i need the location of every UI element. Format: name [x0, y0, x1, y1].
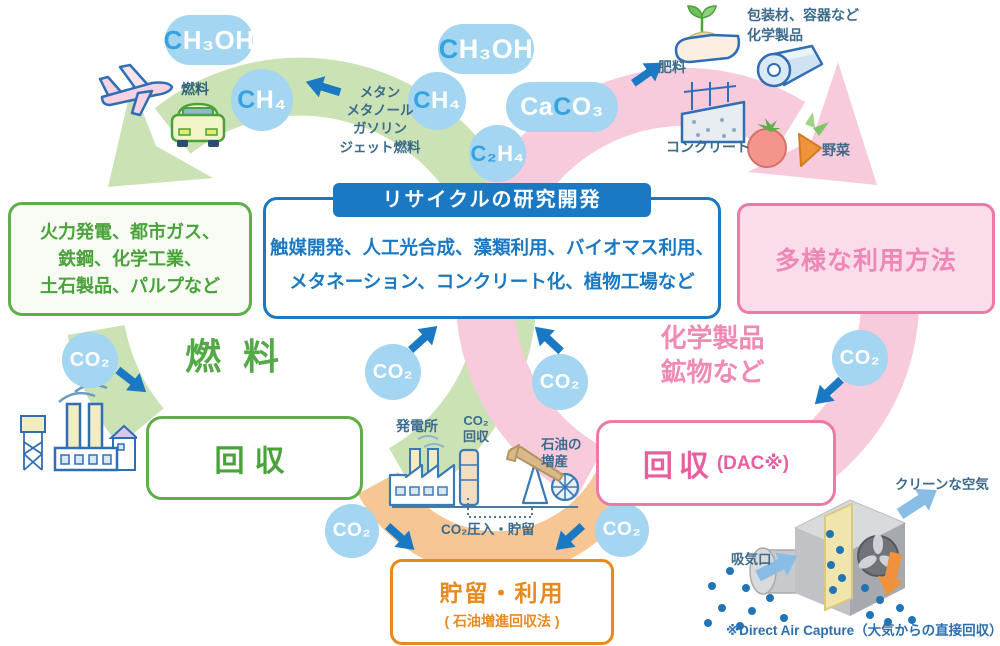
- diverse-usage-box: 多様な利用方法: [737, 203, 995, 314]
- flow-arrow-air-co2: [807, 372, 848, 413]
- co2-injection-dotted-line: [467, 498, 533, 518]
- flow-arrow-factory-co2: [111, 361, 153, 401]
- molecule-text: H₃OH: [182, 24, 255, 55]
- dac-device-icon: [704, 488, 937, 630]
- pink-cycle-arrowhead: [748, 62, 877, 185]
- molecule-text: CO₂: [69, 348, 111, 371]
- molecule-text: CO₂: [539, 370, 581, 393]
- flow-arrow-green-up: [403, 318, 444, 358]
- recovery-dac-box: 回収 (DAC※): [596, 420, 836, 506]
- molecule-text: O₃: [571, 92, 604, 121]
- orange-storage-band: [357, 471, 637, 578]
- factory-icon: [20, 383, 137, 472]
- fuel-big-label: 燃 料: [185, 336, 286, 377]
- molecule-text: C: [413, 87, 432, 114]
- intake-label: 吸気口: [731, 552, 772, 567]
- car-icon: [170, 102, 226, 147]
- molecule-text: H₃OH: [458, 33, 534, 64]
- oil-increase-label: 石油の 増産: [541, 437, 582, 469]
- molecule-text: C: [237, 85, 256, 114]
- co2-injection-label: CO₂圧入・貯留: [441, 522, 535, 537]
- flow-arrow-fuel: [303, 71, 344, 103]
- storage-usage-title: 貯留・利用: [439, 579, 565, 606]
- chemical-products-big-label: 化学製品 鉱物など: [660, 323, 765, 387]
- emission-sources-box: 火力発電、都市ガス、 鉄鋼、化学工業、 土石製品、パルプなど: [8, 202, 252, 316]
- co2-bubble-green-cycle: CO₂: [365, 344, 421, 400]
- clean-air-arrow: [896, 488, 937, 520]
- vegetables-icon: [747, 112, 829, 168]
- molecule-text: H₄: [497, 140, 525, 166]
- concrete-label: コンクリート: [666, 139, 750, 155]
- recovery-green-box: 回収: [146, 416, 363, 500]
- airplane-icon: [98, 63, 174, 117]
- fuel-label: 燃料: [181, 81, 209, 97]
- intake-arrow: [755, 552, 798, 582]
- molecule-text: H₄: [255, 85, 287, 114]
- molecule-text: Ca: [520, 92, 554, 121]
- packaging-label: 包装材、容器など 化学製品: [747, 7, 859, 43]
- recycle-rd-body: 触媒開発、人工光合成、藻類利用、バイオマス利用、 メタネーション、コンクリート化…: [269, 236, 714, 292]
- molecule-text: CO₂: [372, 360, 414, 383]
- co2-capture-label: CO₂ 回収: [462, 413, 489, 444]
- fuel-products-label: メタン メタノール ガソリン ジェット燃料: [339, 85, 421, 155]
- clean-air-label: クリーンな空気: [895, 477, 989, 492]
- oil-pumpjack-icon: [506, 444, 580, 505]
- flow-arrow-storage-right: [548, 518, 589, 558]
- storage-usage-sub: ( 石油増進回収法 ): [444, 612, 560, 629]
- storage-usage-box: 貯留・利用 ( 石油増進回収法 ): [390, 559, 614, 645]
- dac-footnote: ※Direct Air Capture（大気からの直接回収）: [726, 623, 1000, 638]
- flow-arrow-pink-up: [527, 319, 568, 360]
- molecule-text: CO₂: [602, 519, 642, 540]
- ground-line: [392, 506, 578, 508]
- fertilizer-hand-icon: [674, 5, 741, 64]
- co2-bubble-air: CO₂: [832, 330, 888, 386]
- co2-bubble-factory: CO₂: [62, 332, 118, 388]
- molecule-text: C: [163, 24, 183, 55]
- co2-particles: [704, 530, 916, 630]
- recovery-dac-sub: (DAC※): [716, 452, 790, 474]
- power-plant-label: 発電所: [396, 418, 438, 434]
- flow-arrow-products: [627, 54, 669, 93]
- recovery-dac-text: 回収: [642, 450, 715, 483]
- flow-arrow-storage-left: [380, 518, 421, 558]
- packaging-roll-icon: [756, 44, 824, 88]
- co2-bubble-pink-cycle: CO₂: [532, 354, 588, 410]
- molecule-text: H₄: [431, 87, 461, 114]
- molecule-text: C₂: [470, 140, 498, 166]
- molecule-text: C: [553, 92, 572, 121]
- molecule-text: CO₂: [332, 520, 372, 541]
- molecule-text: CO₂: [839, 346, 881, 369]
- co2-bubble-storage-left: CO₂: [325, 504, 379, 558]
- power-plant-icon: [388, 435, 480, 507]
- co2-bubble-storage-right: CO₂: [595, 503, 649, 557]
- recycle-rd-title: リサイクルの研究開発: [333, 183, 651, 217]
- concrete-icon: [680, 82, 746, 144]
- fertilizer-label: 肥料: [658, 59, 686, 75]
- recycle-rd-box: リサイクルの研究開発 触媒開発、人工光合成、藻類利用、バイオマス利用、 メタネー…: [263, 183, 721, 319]
- captured-co2-arrow: [877, 551, 904, 597]
- vegetables-label: 野菜: [822, 142, 850, 158]
- molecule-text: C: [438, 33, 459, 64]
